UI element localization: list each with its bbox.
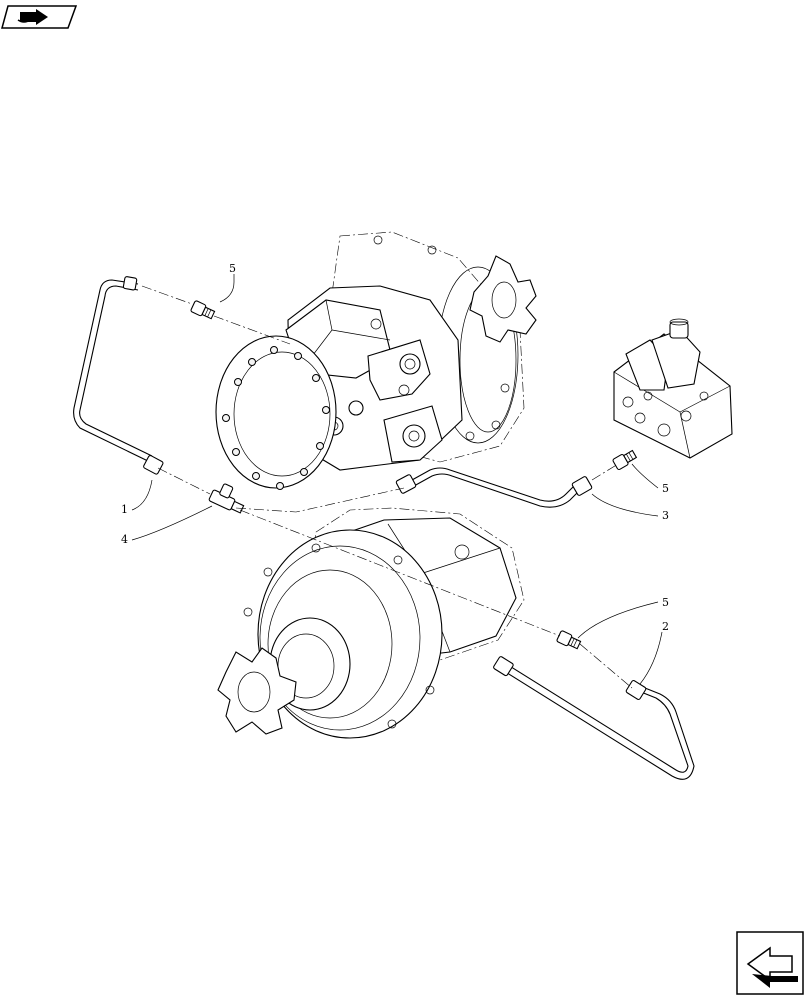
callout-5-lower: 5 bbox=[662, 596, 669, 609]
callout-5-top: 5 bbox=[229, 262, 236, 275]
callout-2: 2 bbox=[662, 620, 669, 633]
tube-3 bbox=[395, 467, 593, 508]
book-arrow-icon[interactable] bbox=[1, 5, 78, 29]
callout-4: 4 bbox=[121, 533, 128, 546]
fitting-5-lower bbox=[556, 630, 582, 650]
tee-fitting-4 bbox=[208, 483, 245, 514]
callout-3: 3 bbox=[662, 509, 669, 522]
tube-2 bbox=[493, 656, 695, 780]
lower-sprocket bbox=[217, 647, 297, 735]
assembly-lines bbox=[141, 285, 633, 689]
callout-5-valve: 5 bbox=[662, 482, 669, 495]
lower-travel-motor bbox=[217, 507, 525, 739]
fitting-5-top bbox=[190, 300, 216, 320]
upper-sprocket bbox=[469, 255, 537, 343]
next-page-arrow-icon[interactable] bbox=[736, 931, 804, 995]
callout-1: 1 bbox=[121, 503, 128, 516]
tube-1 bbox=[73, 276, 164, 475]
upper-travel-motor bbox=[215, 231, 537, 490]
leader-lines bbox=[131, 274, 663, 685]
fitting-5-valve bbox=[612, 449, 638, 471]
valve-block bbox=[613, 318, 733, 459]
upper-end-cover bbox=[215, 335, 337, 490]
